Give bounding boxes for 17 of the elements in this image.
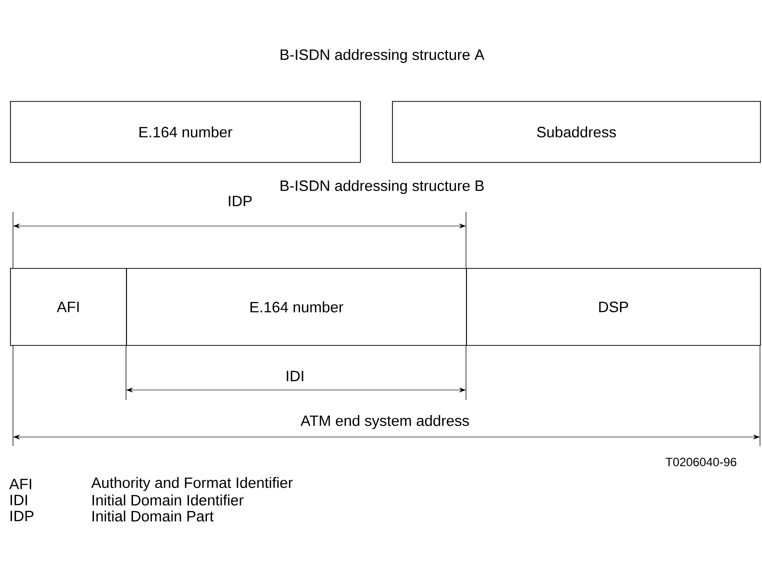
field-box: E.164 number [126, 268, 467, 346]
abbreviation: IDI [10, 494, 27, 506]
dimension-label: IDI [286, 370, 304, 382]
figure-number: T0206040-96 [666, 458, 736, 466]
dimension-label: ATM end system address [300, 415, 469, 429]
abbreviation: AFI [9, 478, 32, 490]
field-box: AFI [10, 268, 127, 346]
heading: B-ISDN addressing structure A [280, 49, 484, 63]
definition: Initial Domain Identifier [92, 494, 244, 506]
definition: Authority and Format Identifier [91, 477, 293, 491]
abbreviation: IDP [10, 510, 34, 522]
definition: Initial Domain Part [92, 510, 214, 522]
dimension-label: IDP [228, 196, 252, 206]
heading: B-ISDN addressing structure B [280, 180, 484, 194]
address-box: Subaddress [392, 101, 761, 163]
address-box: E.164 number [10, 101, 361, 163]
field-box: DSP [466, 268, 761, 346]
